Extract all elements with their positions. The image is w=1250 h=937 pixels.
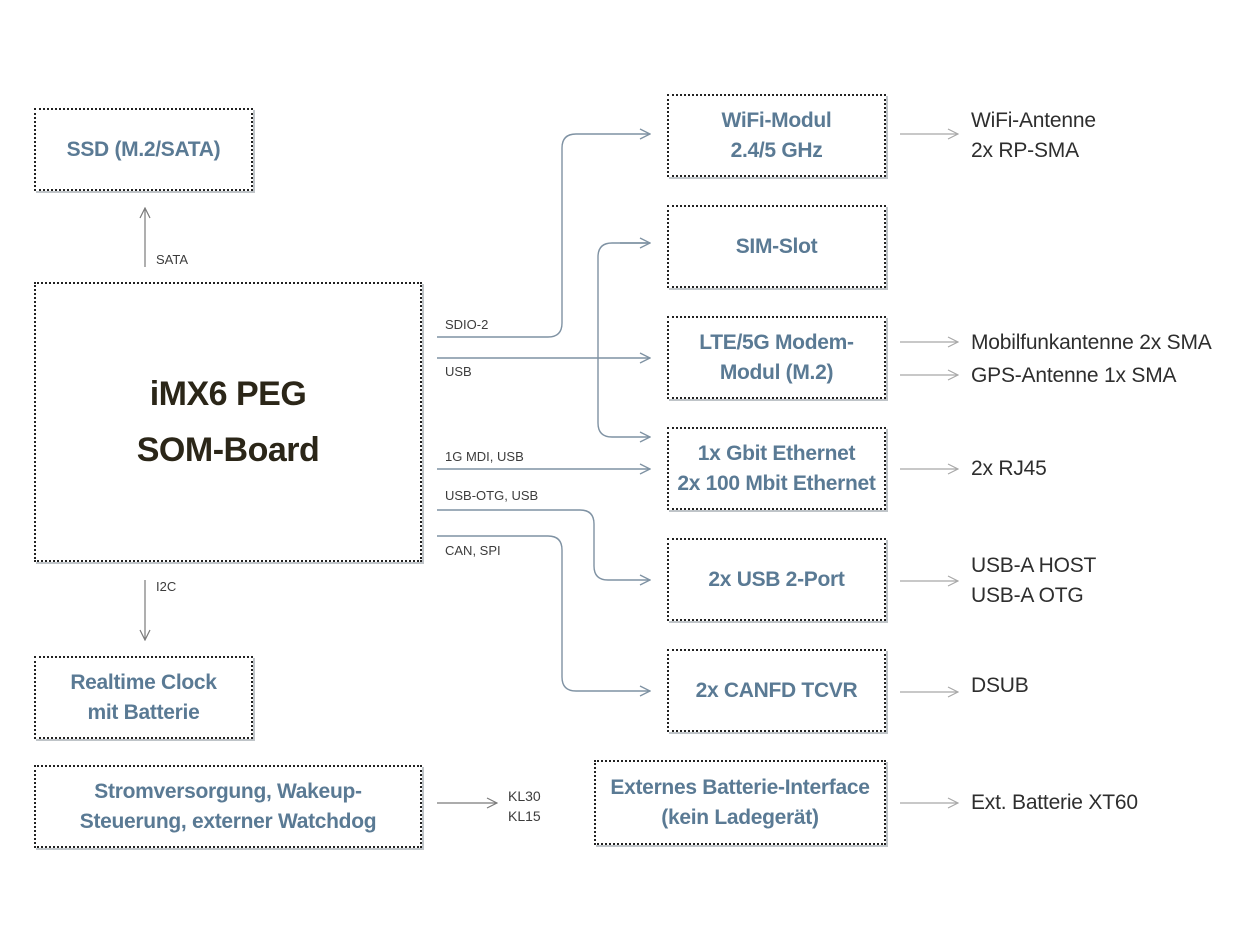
usb-otg-signal-label: USB-OTG, USB bbox=[445, 488, 539, 503]
kl-signal-label: KL30 KL15 bbox=[508, 788, 541, 824]
modem-block: LTE/5G Modem- Modul (M.2) bbox=[667, 316, 886, 399]
i2c-signal-label: I2C bbox=[156, 579, 177, 594]
power-label: Stromversorgung, Wakeup- Steuerung, exte… bbox=[79, 779, 377, 833]
canfd-block: 2x CANFD TCVR bbox=[667, 649, 886, 732]
wifi-label: WiFi-Modul 2.4/5 GHz bbox=[721, 108, 832, 162]
mdi-signal-label: 1G MDI, USB bbox=[445, 449, 524, 464]
som-board-block: iMX6 PEG SOM-Board bbox=[34, 282, 422, 562]
ethernet-label: 1x Gbit Ethernet 2x 100 Mbit Ethernet bbox=[677, 441, 876, 495]
ethernet-block: 1x Gbit Ethernet 2x 100 Mbit Ethernet bbox=[667, 427, 886, 510]
rtc-block: Realtime Clock mit Batterie bbox=[34, 656, 253, 739]
sim-block: SIM-Slot bbox=[667, 205, 886, 288]
sim-label: SIM-Slot bbox=[735, 234, 818, 258]
ssd-label: SSD (M.2/SATA) bbox=[66, 137, 221, 161]
sim-connector bbox=[597, 242, 650, 437]
som-board-label: iMX6 PEG SOM-Board bbox=[136, 375, 320, 469]
usb-block: 2x USB 2-Port bbox=[667, 538, 886, 621]
gps-antenna-label: GPS-Antenne 1x SMA bbox=[971, 364, 1177, 387]
dsub-label: DSUB bbox=[971, 674, 1029, 697]
mobile-antenna-label: Mobilfunkantenne 2x SMA bbox=[971, 331, 1212, 354]
can-connector bbox=[437, 535, 650, 691]
sdio-connector bbox=[437, 134, 650, 338]
rj45-label: 2x RJ45 bbox=[971, 457, 1047, 480]
usb-otg-connector bbox=[437, 509, 650, 580]
battery-interface-block: Externes Batterie-Interface (kein Ladege… bbox=[594, 760, 886, 845]
sdio-signal-label: SDIO-2 bbox=[445, 317, 489, 332]
usb-ports-label: USB-A HOST USB-A OTG bbox=[971, 554, 1097, 607]
usb-label: 2x USB 2-Port bbox=[708, 567, 845, 591]
wifi-antenna-label: WiFi-Antenne 2x RP-SMA bbox=[971, 109, 1096, 162]
xt60-label: Ext. Batterie XT60 bbox=[971, 791, 1138, 814]
sata-signal-label: SATA bbox=[156, 252, 189, 267]
canfd-label: 2x CANFD TCVR bbox=[695, 678, 858, 702]
battery-interface-label: Externes Batterie-Interface (kein Ladege… bbox=[610, 775, 870, 829]
modem-label: LTE/5G Modem- Modul (M.2) bbox=[699, 330, 854, 384]
ssd-block: SSD (M.2/SATA) bbox=[34, 108, 253, 191]
power-block: Stromversorgung, Wakeup- Steuerung, exte… bbox=[34, 765, 422, 848]
wifi-block: WiFi-Modul 2.4/5 GHz bbox=[667, 94, 886, 177]
can-spi-signal-label: CAN, SPI bbox=[445, 543, 501, 558]
rtc-label: Realtime Clock mit Batterie bbox=[70, 670, 217, 724]
usb-signal-label: USB bbox=[445, 364, 472, 379]
